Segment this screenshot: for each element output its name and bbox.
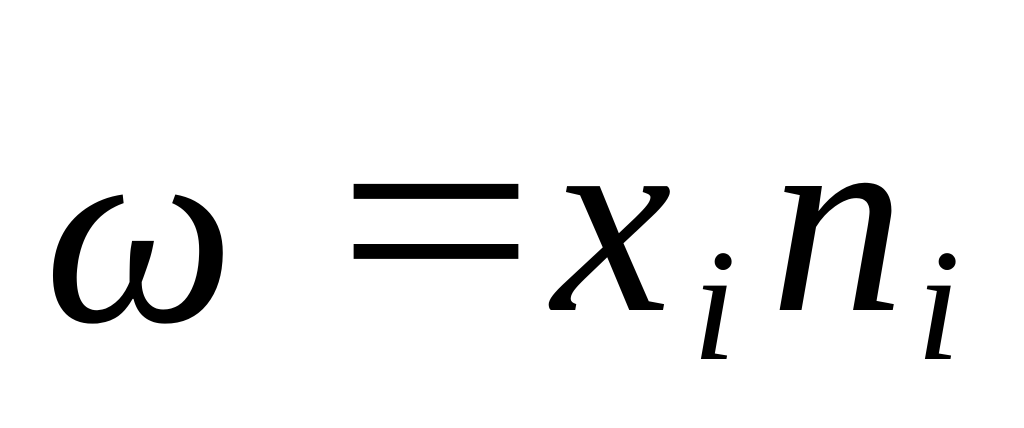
variable-n: n [770,70,905,369]
subscript-i-x: i [692,216,737,394]
omega-symbol: ω [44,81,235,380]
subscript-i-n: i [916,216,961,394]
variable-x: x [552,70,672,369]
equals-sign: = [336,54,536,386]
